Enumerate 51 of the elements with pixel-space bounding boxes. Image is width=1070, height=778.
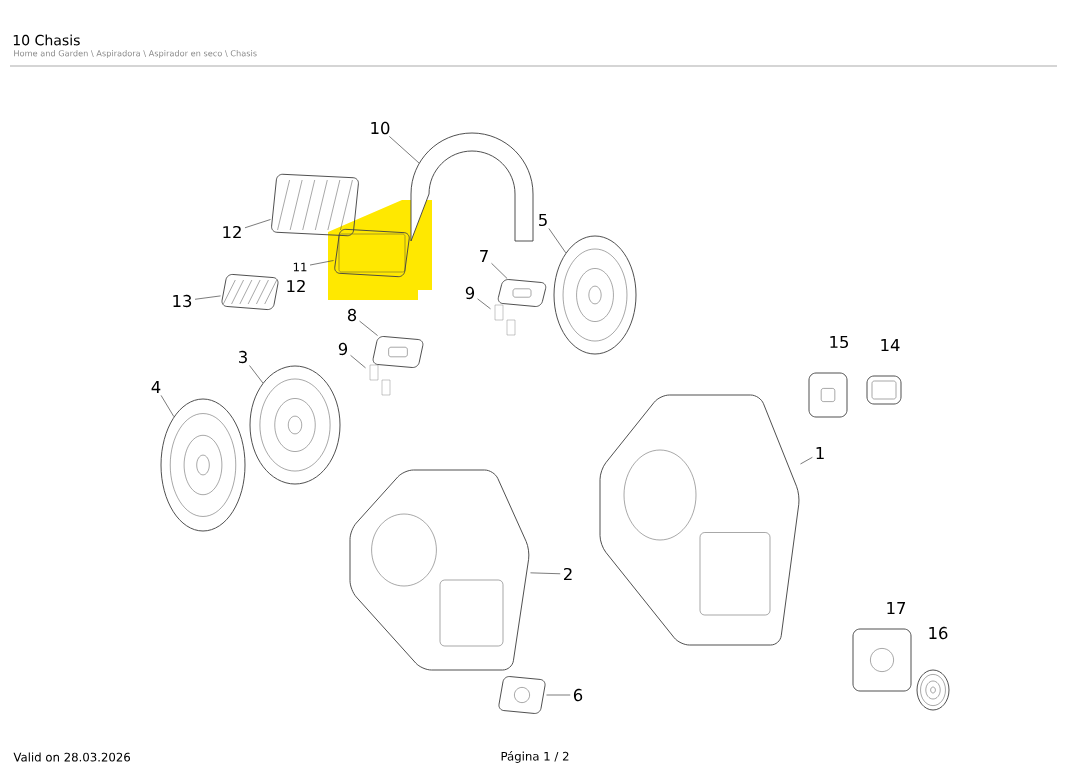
leader-line — [194, 295, 221, 300]
leader-line — [359, 320, 378, 336]
leader-line — [309, 260, 334, 266]
callout-number: 2 — [564, 567, 572, 581]
callout-number: 13 — [173, 294, 192, 308]
leader-line — [548, 228, 567, 254]
part-drawing — [271, 173, 359, 237]
footer-text: Página 1 / 2 — [501, 751, 569, 763]
leader-line — [491, 262, 508, 279]
part-drawing — [334, 228, 410, 278]
leader-line — [800, 456, 813, 465]
page-title: 10 Chasis — [13, 34, 80, 46]
part-drawing — [160, 398, 246, 532]
part-drawing — [369, 364, 391, 396]
leader-line — [389, 136, 420, 164]
callout-number: 3 — [239, 350, 247, 364]
callout-number: 9 — [338, 342, 348, 356]
leader-line — [546, 694, 571, 696]
part-drawing — [553, 235, 637, 355]
breadcrumb: Home and Garden \ Aspiradora \ Aspirador en seco \ Chasis — [14, 50, 257, 58]
part-drawing — [497, 279, 547, 307]
footer-text: Valid on 28.03.2026 — [13, 752, 130, 762]
leader-line — [249, 365, 264, 384]
callout-number: 7 — [480, 250, 488, 262]
part-drawing — [494, 304, 516, 336]
callout-number: 17 — [887, 602, 906, 614]
callout-number: 4 — [151, 381, 161, 393]
part-drawing — [349, 469, 530, 671]
callout-number: 8 — [347, 308, 357, 322]
part-drawing — [599, 394, 800, 646]
callout-number: 16 — [929, 626, 948, 640]
callout-number: 1 — [816, 447, 824, 459]
leader-line — [160, 395, 175, 417]
callout-number: 6 — [573, 688, 583, 702]
leader-line — [350, 354, 366, 369]
callout-number: 9 — [465, 286, 475, 300]
callout-number: 15 — [830, 335, 848, 349]
part-drawing — [221, 273, 279, 311]
part-drawing — [249, 365, 341, 485]
part-drawing — [410, 132, 534, 242]
leader-line — [530, 572, 561, 575]
leader-line — [477, 298, 491, 310]
part-drawing — [372, 336, 424, 368]
callout-number: 12 — [287, 279, 305, 293]
leader-line — [244, 219, 271, 229]
part-drawing — [498, 676, 546, 714]
callout-number: 12 — [223, 225, 241, 239]
callout-number: 5 — [539, 213, 547, 227]
callout-number: 10 — [371, 121, 390, 135]
callout-number: 14 — [881, 339, 900, 351]
callout-number: 11 — [293, 262, 307, 272]
